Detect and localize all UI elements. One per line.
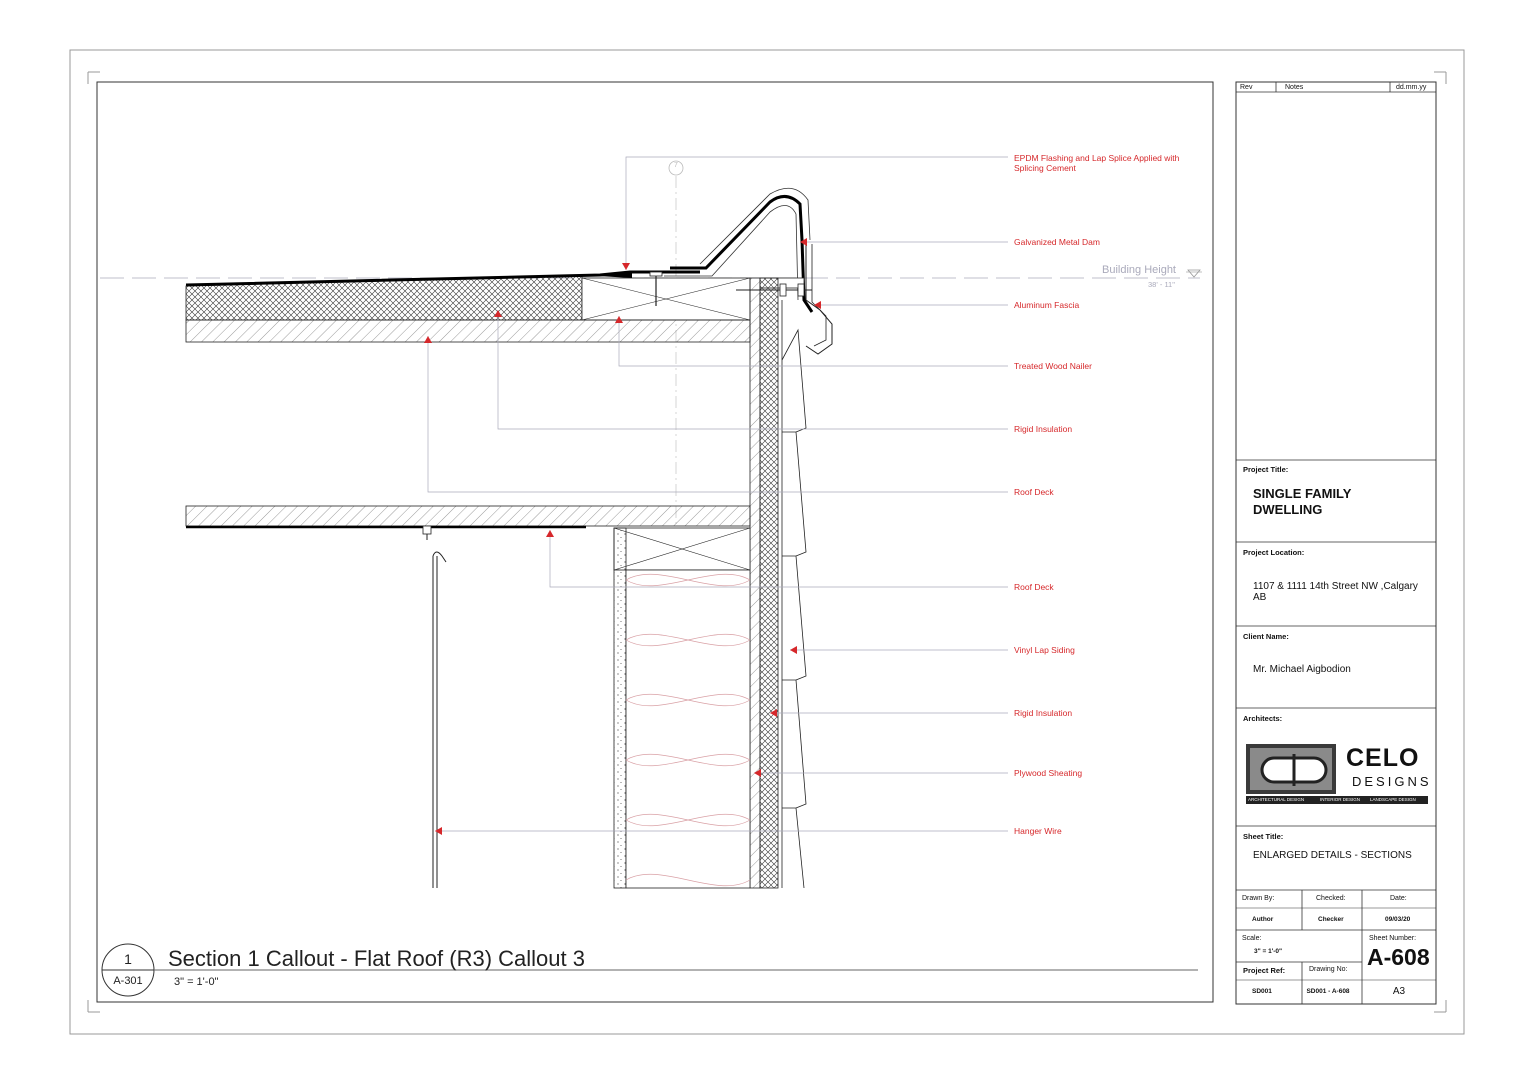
batt-insulation <box>625 569 751 889</box>
date-label: Date: <box>1390 895 1407 902</box>
callout-hanger-wire: Hanger Wire <box>1014 826 1062 836</box>
scale-value: 3" = 1'-0" <box>1254 948 1283 955</box>
drawing-frame <box>96 81 1214 1003</box>
callout-vinyl-lap-siding: Vinyl Lap Siding <box>1014 645 1075 655</box>
client-name: Mr. Michael Aigbodion <box>1253 664 1351 675</box>
rev-header: Rev <box>1240 84 1253 91</box>
aluminum-fascia <box>805 240 833 355</box>
scale-label: Scale: <box>1242 935 1262 942</box>
callout-plywood-sheathing: Plywood Sheating <box>1014 768 1083 778</box>
callout-galvanized-metal-dam: Galvanized Metal Dam <box>1014 237 1100 247</box>
date-header: dd.mm.yy <box>1396 84 1427 91</box>
paper-size: A3 <box>1392 986 1406 997</box>
plywood-sheathing <box>749 277 761 889</box>
callout-rigid-insulation-roof: Rigid Insulation <box>1014 424 1073 434</box>
outer-border <box>69 49 1465 1035</box>
sheet-title-label: Sheet Title: <box>1243 832 1284 841</box>
project-location: 1107 & 1111 14th Street NW ,Calgary AB <box>1253 581 1418 603</box>
epdm-membrane <box>185 270 700 287</box>
architects-label: Architects: <box>1243 714 1283 723</box>
client-name-label: Client Name: <box>1243 632 1289 641</box>
project-title: SINGLE FAMILY DWELLING <box>1253 486 1352 517</box>
project-location-label: Project Location: <box>1243 548 1305 557</box>
wall-rigid-insulation <box>759 277 779 889</box>
drawn-by-label: Drawn By: <box>1242 895 1275 902</box>
batt-insulation-pattern <box>625 573 751 887</box>
view-scale: 3" = 1'-0" <box>174 976 219 988</box>
logo-tagline-1: ARCHITECTURAL DESIGN <box>1248 797 1305 802</box>
view-sheet-ref: A-301 <box>113 975 143 987</box>
project-ref-label: Project Ref: <box>1243 966 1286 975</box>
logo-sub: DESIGNS <box>1352 774 1432 789</box>
sheet-title: ENLARGED DETAILS - SECTIONS <box>1253 850 1412 861</box>
ceiling-deck <box>185 505 751 527</box>
metal-dam <box>670 195 814 313</box>
callout-roof-deck-lower: Roof Deck <box>1014 582 1054 592</box>
grid-bubble <box>668 160 684 176</box>
leader-lines <box>427 156 1008 832</box>
checked-label: Checked: <box>1316 895 1346 902</box>
callout-epdm-flashing: EPDM Flashing and Lap Splice Applied wit… <box>1014 153 1180 173</box>
sheet-number-label: Sheet Number: <box>1369 935 1417 942</box>
building-height-label: Building Height <box>1102 264 1176 276</box>
notes-header: Notes <box>1285 84 1304 91</box>
sheet-number: A-608 <box>1367 944 1430 970</box>
vinyl-lap-siding <box>781 328 807 889</box>
gypsum-board <box>613 527 627 889</box>
view-title: Section 1 Callout - Flat Roof (R3) Callo… <box>168 946 585 971</box>
checked-by: Checker <box>1318 916 1344 923</box>
title-block <box>1235 81 1437 1005</box>
logo-tagline-3: LANDSCAPE DESIGN <box>1370 797 1416 802</box>
logo-name: CELO <box>1346 744 1420 772</box>
roof-deck <box>185 319 751 343</box>
building-height-value: 38' - 11" <box>1148 280 1175 289</box>
logo-tagline-2: INTERIOR DESIGN <box>1320 797 1361 802</box>
view-number: 1 <box>124 951 132 967</box>
callout-treated-wood-nailer: Treated Wood Nailer <box>1014 361 1092 371</box>
grid-marker: 7 <box>674 162 678 169</box>
callout-roof-deck-upper: Roof Deck <box>1014 487 1054 497</box>
drawn-by: Author <box>1252 916 1274 923</box>
project-title-label: Project Title: <box>1243 465 1289 474</box>
project-ref: SD001 <box>1252 988 1272 995</box>
callout-aluminum-fascia: Aluminum Fascia <box>1014 300 1080 310</box>
date-value: 09/03/20 <box>1385 916 1411 923</box>
drawing-no-label: Drawing No: <box>1309 966 1348 973</box>
callout-rigid-insulation-wall: Rigid Insulation <box>1014 708 1073 718</box>
drawing-no: SD001 - A-608 <box>1306 988 1350 995</box>
